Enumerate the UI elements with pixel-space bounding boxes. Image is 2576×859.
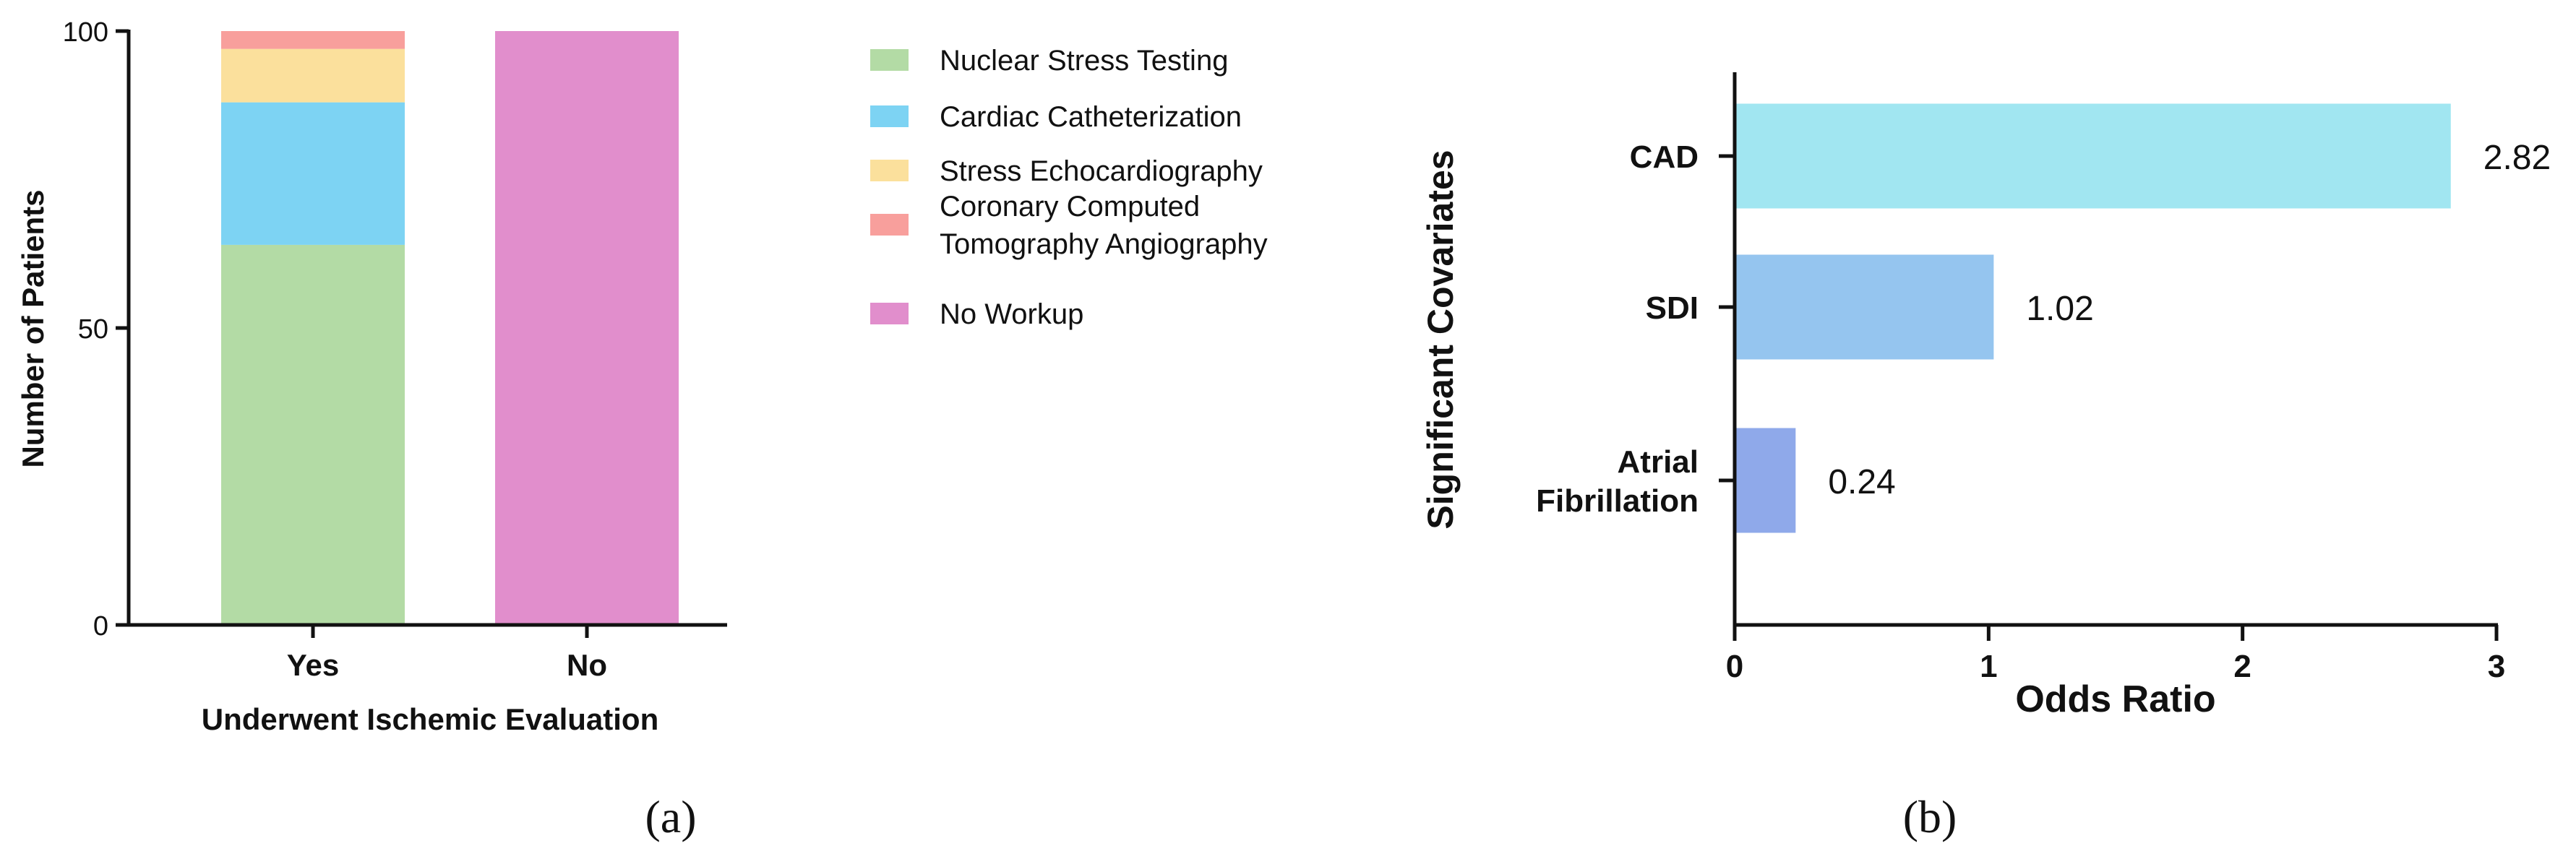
x-tick-label: 2 <box>2233 649 2251 684</box>
legend-swatch <box>870 214 909 236</box>
legend-swatch <box>870 49 909 71</box>
bar-segment <box>221 31 405 49</box>
y-axis-title: Significant Covariates <box>1420 150 1461 529</box>
bar-segment <box>495 31 679 625</box>
y-axis-title: Number of Patients <box>16 189 50 467</box>
x-axis-title: Underwent Ischemic Evaluation <box>202 702 659 736</box>
y-tick-label: SDI <box>1646 290 1699 326</box>
legend-label: Stress Echocardiography <box>940 155 1263 187</box>
legend-label: Cardiac Catheterization <box>940 101 1242 133</box>
data-label: 0.24 <box>1828 463 1895 501</box>
panel-label-a: (a) <box>645 791 696 842</box>
legend-swatch <box>870 160 909 181</box>
bar <box>1735 103 2451 209</box>
x-tick-label: 1 <box>1980 649 1997 684</box>
y-tick-label: CAD <box>1630 139 1699 175</box>
legend-label: No Workup <box>940 298 1083 330</box>
x-tick-label: 3 <box>2488 649 2505 684</box>
bar <box>1735 428 1796 533</box>
y-tick-label: 50 <box>78 314 108 345</box>
bar <box>1735 254 1994 360</box>
y-tick-label: 0 <box>93 611 108 642</box>
data-label: 2.82 <box>2483 139 2551 177</box>
legend-swatch <box>870 105 909 127</box>
x-tick-label: No <box>567 648 607 682</box>
data-label: 1.02 <box>2026 290 2093 328</box>
bar-segment <box>221 244 405 625</box>
bar-segment <box>221 102 405 245</box>
x-axis-title: Odds Ratio <box>2015 678 2215 720</box>
legend-swatch <box>870 303 909 324</box>
legend-label: Nuclear Stress Testing <box>940 45 1228 77</box>
bar-segment <box>221 48 405 103</box>
y-tick-label: 100 <box>63 17 108 48</box>
x-tick-label: 0 <box>1726 649 1743 684</box>
panel-label-b: (b) <box>1903 791 1957 842</box>
x-tick-label: Yes <box>287 648 339 682</box>
